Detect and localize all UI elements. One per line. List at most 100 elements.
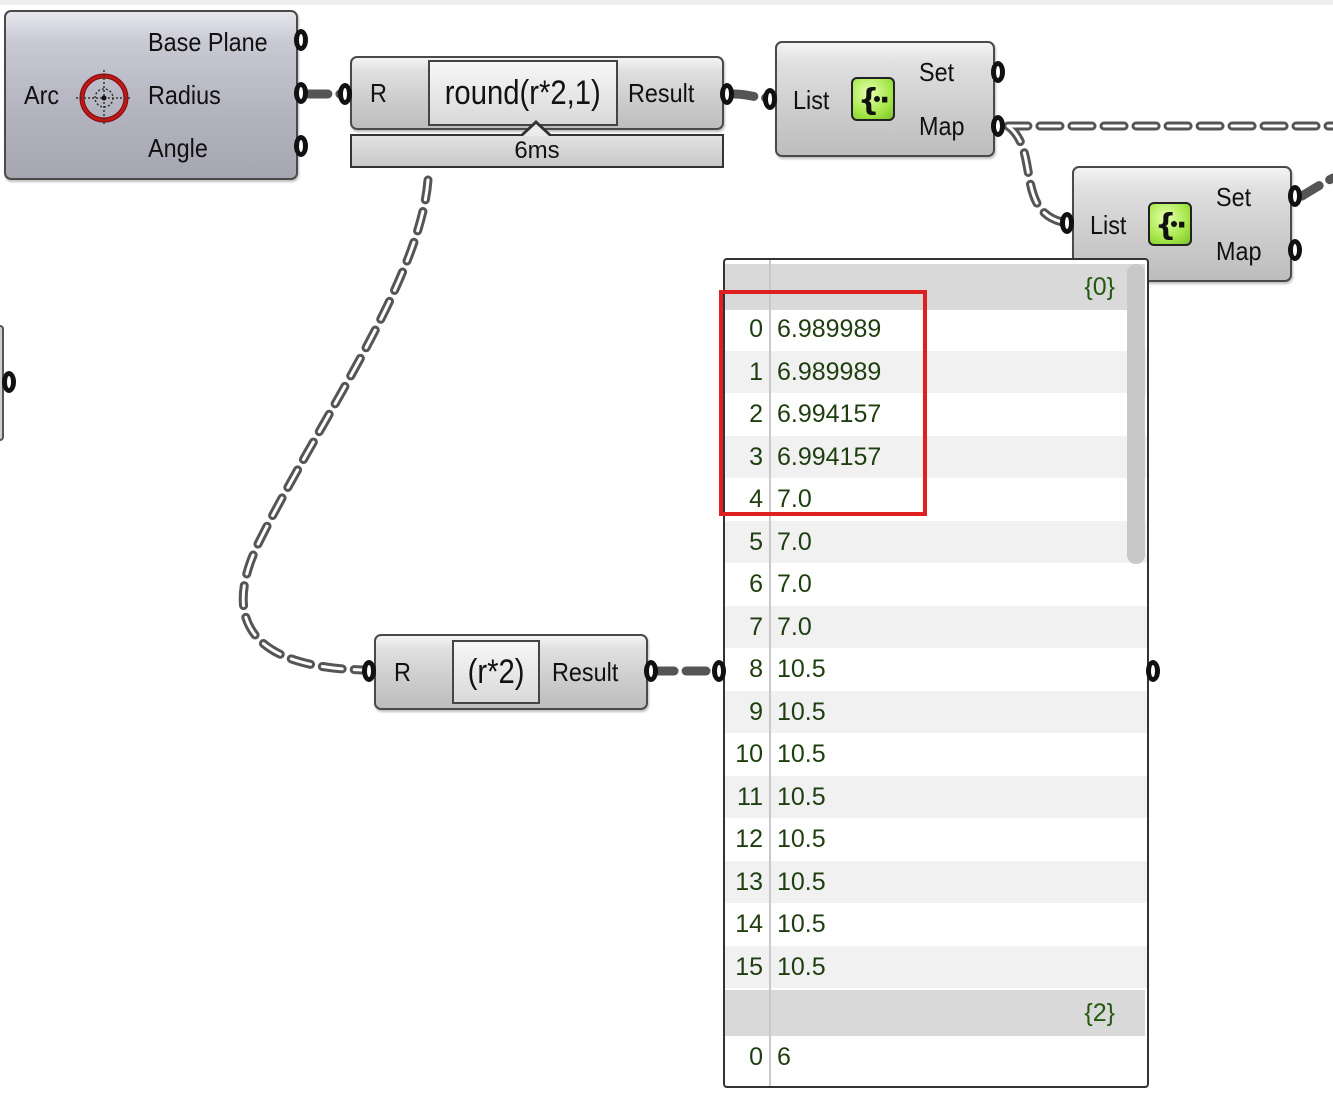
panel-row-value: 10.5 (777, 825, 826, 853)
panel-row: 2 6.994157 (725, 393, 1147, 435)
canvas-top-edge (0, 0, 1333, 5)
panel-row-value: 6.994157 (777, 400, 882, 428)
partial-component-output-grip[interactable] (2, 371, 16, 393)
list-set-2-map-grip[interactable] (1288, 239, 1302, 261)
branch-header-0: {0} (725, 264, 1145, 310)
panel-index-divider (769, 260, 771, 1086)
list-set-2-output-set: Set (1216, 182, 1252, 212)
round-input-r-label: R (370, 78, 387, 108)
simple-input-grip[interactable] (362, 660, 376, 682)
panel-row: 10 10.5 (725, 733, 1147, 775)
round-input-grip[interactable] (338, 83, 352, 105)
panel-row-value: 10.5 (777, 782, 826, 811)
panel-row-value: 7.0 (777, 612, 812, 641)
panel-row-index: 0 (749, 1043, 763, 1071)
panel-row-index: 2 (749, 400, 763, 428)
list-set-1-input-label: List (793, 85, 830, 115)
list-set-2-input-grip[interactable] (1060, 212, 1074, 234)
panel-row-index: 1 (749, 357, 763, 386)
panel-row: 14 10.5 (725, 903, 1147, 945)
panel-row-index: 14 (735, 910, 763, 938)
list-set-1-map-grip[interactable] (991, 115, 1005, 137)
panel-row-value: 10.5 (777, 910, 826, 938)
panel-row-index: 4 (749, 485, 763, 513)
panel-row-value: 10.5 (777, 697, 826, 726)
panel-row-index: 3 (749, 442, 763, 471)
arc-component-name: Arc (24, 80, 60, 110)
simple-output-result-label: Result (552, 657, 619, 687)
simple-expression-text: (r*2) (467, 652, 525, 691)
panel-output-grip[interactable] (1146, 660, 1160, 682)
round-output-grip[interactable] (720, 83, 734, 105)
panel-row-value: 7.0 (777, 527, 812, 556)
list-set-component-2[interactable]: List {· Set Map (1072, 166, 1292, 282)
wire-radius-to-simple (238, 175, 433, 675)
panel-scrollbar[interactable] (1127, 264, 1145, 564)
branch-header-2: {2} (725, 990, 1145, 1036)
list-set-2-set-grip[interactable] (1288, 185, 1302, 207)
set-braces-icon: {· (851, 77, 895, 121)
wire-set2-out (1297, 173, 1333, 201)
panel-row-index: 5 (749, 527, 763, 556)
list-set-component-1[interactable]: List {· Set Map (775, 41, 995, 157)
panel-row-index: 12 (735, 825, 763, 853)
panel-row-index: 11 (737, 782, 763, 811)
panel-input-grip[interactable] (712, 660, 726, 682)
panel-row: 3 6.994157 (725, 435, 1147, 478)
arc-base-plane-grip[interactable] (294, 29, 308, 51)
round-timer-bar: 6ms (350, 134, 724, 168)
simple-expression-box[interactable]: (r*2) (452, 640, 540, 704)
arc-angle-grip[interactable] (294, 135, 308, 157)
expression-simple-component[interactable]: R (r*2) Result (374, 634, 648, 710)
panel-row: 12 10.5 (725, 818, 1147, 860)
round-expression-box[interactable]: round(r*2,1) (428, 60, 618, 126)
round-expression-text: round(r*2,1) (444, 73, 602, 112)
round-output-result-label: Result (628, 78, 695, 108)
arc-output-angle: Angle (148, 133, 208, 163)
list-set-1-set-grip[interactable] (991, 61, 1005, 83)
set-braces-icon: {· (1148, 202, 1192, 246)
panel-row: 11 10.5 (725, 775, 1147, 818)
panel-row: 0 6.989989 (725, 308, 1147, 350)
panel-row-value: 10.5 (777, 655, 826, 683)
list-set-1-input-grip[interactable] (763, 88, 777, 110)
arc-target-icon (76, 70, 132, 126)
panel-row-index: 6 (749, 570, 763, 598)
arc-component[interactable]: Arc Base Plane Radius Angle (4, 10, 298, 180)
svg-text:·: · (1176, 208, 1187, 243)
wire-map-to-list2 (1003, 121, 1067, 227)
simple-output-grip[interactable] (644, 660, 658, 682)
expression-round-component[interactable]: R round(r*2,1) Result (350, 56, 724, 130)
panel-row: 13 10.5 (725, 860, 1147, 903)
panel-row-index: 10 (735, 740, 763, 768)
panel-row-value: 10.5 (777, 952, 826, 981)
panel-row-value: 10.5 (777, 867, 826, 896)
arc-output-radius: Radius (148, 80, 221, 110)
panel-row-value: 6.994157 (777, 442, 882, 471)
panel-row-index: 13 (735, 867, 763, 896)
panel-row-index: 0 (749, 315, 763, 343)
svg-text:·: · (879, 83, 890, 118)
panel-row-value: 6 (777, 1043, 791, 1071)
arc-radius-grip[interactable] (294, 82, 308, 104)
panel-row-value: 6.989989 (777, 315, 882, 343)
panel-row: 15 10.5 (725, 945, 1147, 988)
svg-text:{: { (858, 83, 879, 118)
panel-row-index: 15 (735, 952, 763, 981)
panel-row-value: 7.0 (777, 570, 812, 598)
list-set-2-output-map: Map (1216, 236, 1262, 266)
svg-text:{: { (1155, 208, 1176, 243)
panel-row-index: 7 (749, 612, 763, 641)
red-highlight-box (719, 290, 927, 516)
panel-row-value: 10.5 (777, 740, 826, 768)
simple-input-r-label: R (394, 657, 411, 687)
